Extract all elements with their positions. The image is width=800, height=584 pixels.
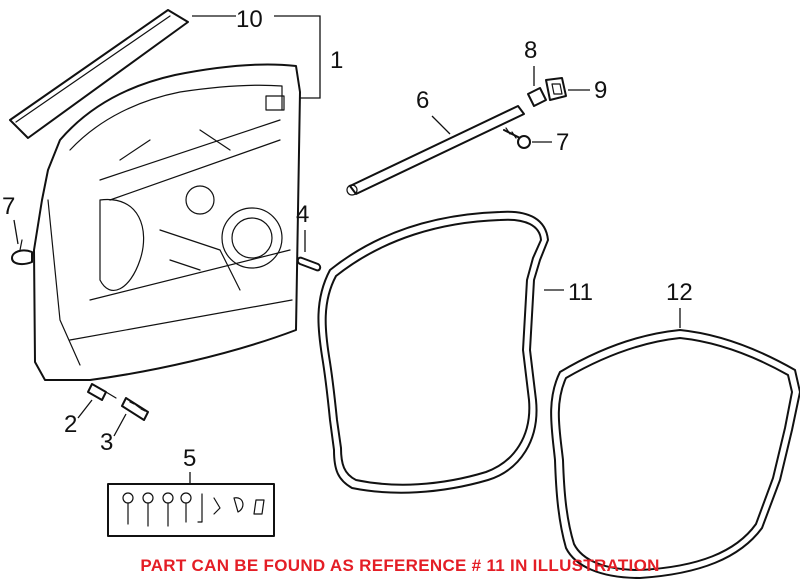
part-9-square-plug <box>545 77 567 101</box>
callout-11: 11 <box>568 279 593 306</box>
callout-6: 6 <box>416 87 429 114</box>
callout-7-left: 7 <box>2 193 15 220</box>
part-5-hardware-kit <box>107 483 275 537</box>
part-1-door-shell <box>33 63 301 381</box>
part-10-belt-molding <box>9 9 189 139</box>
callout-10: 10 <box>236 6 263 33</box>
callout-3: 3 <box>100 429 113 456</box>
callout-7-right: 7 <box>556 129 569 156</box>
leader-7-left <box>13 219 19 245</box>
callout-5: 5 <box>183 445 196 472</box>
part-6-rod <box>346 105 525 196</box>
leader-2 <box>77 399 93 419</box>
reference-note: PART CAN BE FOUND AS REFERENCE # 11 IN I… <box>140 556 660 575</box>
leader-6 <box>431 115 451 135</box>
bracket-1-10 <box>274 15 321 99</box>
part-12-door-seal <box>550 329 800 579</box>
part-4-bushing <box>296 256 322 272</box>
part-2-bolt <box>87 383 117 401</box>
callout-9: 9 <box>594 77 607 104</box>
callout-8: 8 <box>524 37 537 64</box>
callout-4: 4 <box>296 201 309 228</box>
part-7-screw-right <box>503 127 531 149</box>
leader-3 <box>113 413 127 437</box>
callout-2: 2 <box>64 411 77 438</box>
part-3-stud <box>121 397 149 421</box>
callout-12: 12 <box>666 279 693 306</box>
part-11-door-seal <box>317 210 549 494</box>
callout-1: 1 <box>330 47 343 74</box>
part-7-clip-left <box>11 239 33 266</box>
part-8-square-clip <box>527 87 547 107</box>
